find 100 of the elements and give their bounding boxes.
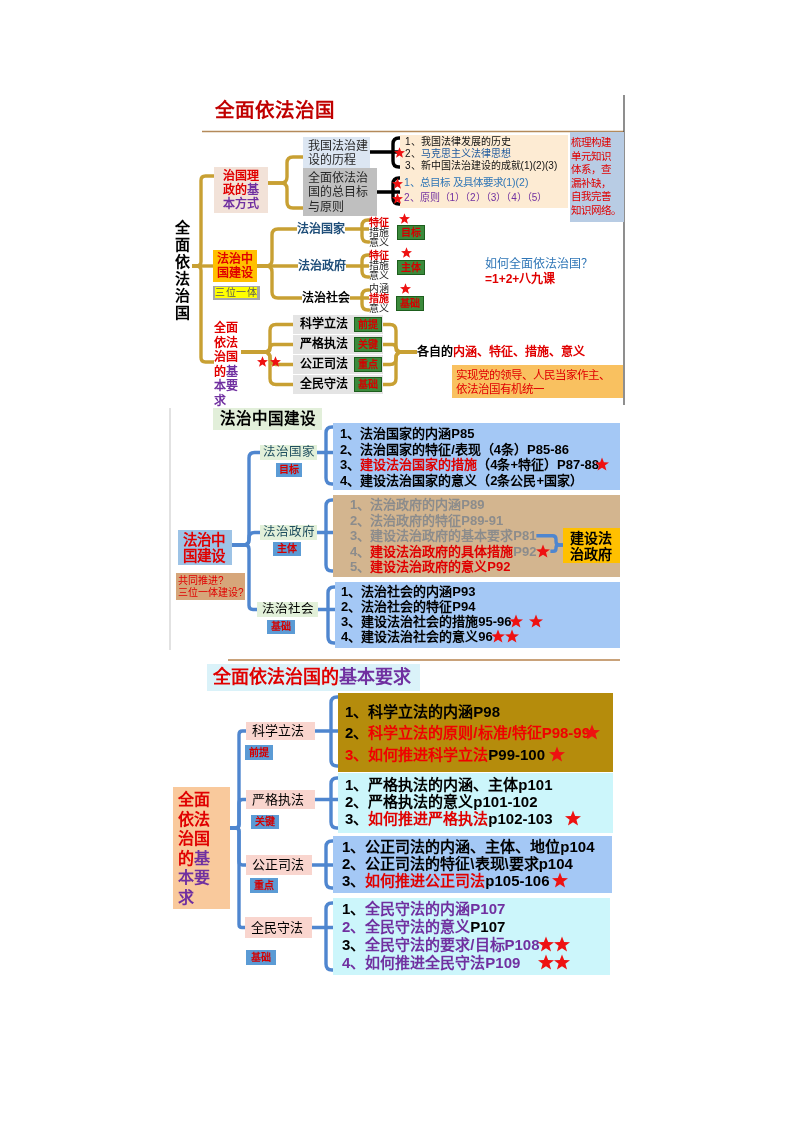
tag: 关键: [354, 337, 382, 352]
aspect-label: 意义: [369, 237, 389, 248]
list-item: 1、法治政府的内涵P89: [350, 497, 485, 513]
list-item: 4、如何推进全民守法P109: [342, 954, 521, 971]
tag: 基础: [354, 377, 382, 392]
list-item: 3、建设法治社会的措施95-96: [341, 614, 512, 630]
list-item: 2、全民守法的意义P107: [342, 918, 506, 935]
list-item: 2、马克思主义法律思想: [405, 147, 511, 159]
list-item: 3、全民守法的要求/目标P108: [342, 936, 540, 953]
tag: 主体: [273, 542, 301, 556]
note-box: 共同推进?三位一体建设?: [176, 573, 245, 600]
list-item: 2、公正司法的特征\表现\要求p104: [342, 854, 573, 872]
tag: 主体: [397, 260, 425, 275]
list-box: [333, 495, 620, 577]
tag: 前提: [245, 745, 273, 760]
formula-text: =1+2+八九课: [485, 272, 556, 286]
aspect-label: 意义: [369, 270, 389, 281]
topic-box: [293, 375, 383, 394]
tag: 三位一体: [213, 286, 260, 300]
topic-box: [293, 335, 383, 354]
topic-box: 全面依法治国的总目标与原则: [303, 168, 377, 216]
topic-label: 公正司法: [300, 357, 348, 371]
list-item: 1、法治社会的内涵P93: [341, 583, 476, 599]
bracket-connector: [268, 181, 303, 210]
topic-label: 全面依法治国的基本要求: [214, 321, 241, 409]
list-item: 1、法治国家的内涵P85: [340, 426, 475, 441]
tag: 目标: [276, 463, 302, 477]
question-text: 如何全面依法治国？: [485, 257, 593, 271]
branch-label: 法治国家: [297, 222, 345, 236]
bracket-connector: [312, 901, 335, 972]
list-box: [335, 582, 620, 648]
tag: 目标: [397, 225, 425, 240]
bracket-connector: [383, 350, 417, 387]
aspect-label: 特征: [369, 250, 389, 261]
branch-box: 法治国家: [260, 445, 317, 460]
topic-box: [293, 315, 383, 334]
bracket-connector: [377, 176, 402, 206]
list-item: 3、如何推进科学立法P99-100: [345, 745, 546, 763]
bracket-connector: [232, 543, 257, 612]
aspect-label: 内涵: [369, 283, 389, 294]
topic-box: 治国理政的基本方式: [214, 167, 268, 213]
list-item: 4、建设法治国家的意义（2条公民+国家）: [340, 472, 584, 488]
topic-box: 法治中国建设: [213, 250, 257, 282]
list-box: [333, 423, 620, 490]
branch-box: 法治社会: [257, 602, 318, 617]
tag: 重点: [354, 357, 382, 372]
aspect-label: 意义: [369, 303, 389, 314]
list-box: [400, 135, 568, 172]
list-item: 2、严格执法的意义p101-102: [345, 792, 538, 810]
list-item: 1、全民守法的内涵P107: [342, 900, 506, 917]
list-item: 1、总目标 及具体要求(1)(2): [404, 176, 529, 188]
bracket-connector: [317, 498, 335, 573]
branch-label: 法治政府: [298, 259, 346, 273]
note-box: 梳理构建单元知识体系，查漏补缺，自我完善知识网络。: [569, 132, 624, 222]
bracket-connector: [317, 425, 335, 486]
topic-box: 我国法治建设的历程: [303, 137, 370, 168]
list-box: [338, 773, 613, 833]
bracket-connector: [315, 776, 340, 830]
heading-box: 法治中国建设: [213, 408, 322, 430]
bracket-connector: [257, 264, 302, 300]
tag: 基础: [246, 950, 276, 965]
page-title: 全面依法治国: [215, 99, 335, 121]
tag: 重点: [250, 878, 278, 893]
list-item: 3、建设法治政府的基本要求P81: [350, 528, 537, 544]
topic-box: 法治中国建设: [178, 530, 232, 565]
topic-box: 建设法治政府: [563, 528, 620, 563]
list-item: 3、如何推进严格执法p102-103: [345, 810, 553, 827]
topic-label: 科学立法: [300, 317, 348, 331]
list-item: 3、新中国法治建设的成就(1)(2)(3): [405, 159, 558, 171]
list-item: 1、公正司法的内涵、主体、地位p104: [342, 838, 595, 855]
list-item: 4、建设法治社会的意义96: [341, 629, 493, 645]
aspect-label: 特征: [369, 217, 389, 228]
list-item: 2、原则（1）（2）（3）（4）（5）: [404, 192, 548, 203]
heading-box: 全面依法治国的基本要求: [207, 664, 420, 691]
bracket-connector: [241, 350, 293, 387]
bracket-connector: [312, 839, 335, 890]
list-item: 5、建设法治政府的意义P92: [350, 559, 511, 575]
tag: 基础: [267, 620, 295, 634]
list-box: [338, 693, 613, 772]
list-item: 2、法治社会的特征P94: [341, 598, 476, 614]
branch-box: 法治政府: [260, 525, 317, 540]
bracket-connector: [370, 136, 402, 169]
summary-label: 各自的内涵、特征、措施、意义: [417, 345, 585, 360]
aspect-label: 措施: [369, 293, 389, 304]
list-item: 2、法治政府的特征P89-91: [350, 512, 504, 528]
topic-box: [293, 355, 383, 374]
aspect-label: 措施: [369, 227, 389, 238]
topic-box: 全面依法治国的基本要求: [173, 787, 230, 909]
list-box: [333, 836, 612, 893]
bracket-connector: [318, 585, 337, 645]
topic-label: 严格执法: [300, 337, 348, 351]
bracket-connector: [315, 695, 340, 768]
list-box: [400, 172, 568, 208]
tag: 前提: [354, 317, 382, 332]
topic-label: 全面依法治国: [173, 219, 192, 323]
list-item: 1、科学立法的内涵P98: [345, 702, 501, 720]
list-item: 1、严格执法的内涵、主体p101: [345, 776, 553, 793]
list-box: [333, 898, 610, 975]
list-item: 2、科学立法的原则/标准/特征P98-99: [345, 724, 591, 741]
aspect-label: 措施: [369, 260, 389, 271]
